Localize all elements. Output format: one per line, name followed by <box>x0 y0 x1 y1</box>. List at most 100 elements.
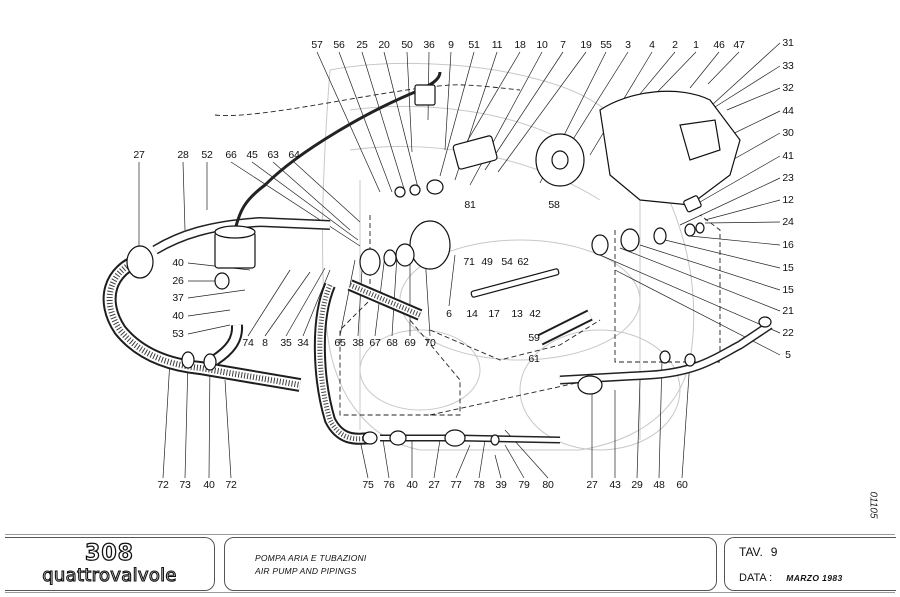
part-label-right-30: 30 <box>782 127 794 139</box>
part-label-left-27: 27 <box>133 149 145 161</box>
part-label-bot-78: 78 <box>473 479 485 491</box>
part-label-right-5: 5 <box>785 349 791 361</box>
part-label-bot-72b: 72 <box>225 479 237 491</box>
part-label-top-51: 51 <box>468 39 480 51</box>
part-label-mid-54: 54 <box>501 256 513 268</box>
adjusting-rod <box>470 268 560 298</box>
components <box>126 84 772 447</box>
part-label-left-28: 28 <box>177 149 189 161</box>
part-label-left-52: 52 <box>201 149 213 161</box>
date-value: MARZO 1983 <box>786 573 843 583</box>
part-label-mid-8: 8 <box>262 337 268 349</box>
part-label-bot-80: 80 <box>542 479 554 491</box>
part-label-top-56: 56 <box>333 39 345 51</box>
part-label-top-3: 3 <box>625 39 631 51</box>
part-label-top-55: 55 <box>600 39 612 51</box>
part-label-mid-70: 70 <box>424 337 436 349</box>
date-label: DATA : <box>739 572 773 584</box>
part-label-right-24: 24 <box>782 216 794 228</box>
part-label-top-11: 11 <box>491 39 503 51</box>
part-label-top-9: 9 <box>448 39 454 51</box>
exploded-parts-diagram <box>102 42 781 479</box>
part-label-bot-48: 48 <box>653 479 665 491</box>
part-label-bot-60: 60 <box>676 479 688 491</box>
part-label-mid-61: 61 <box>528 353 540 365</box>
footer-bottom-rule <box>5 592 895 593</box>
part-label-mid-71: 71 <box>463 256 475 268</box>
part-label-top-19: 19 <box>580 39 592 51</box>
part-label-mid-14: 14 <box>466 308 478 320</box>
part-label-bot-73: 73 <box>179 479 191 491</box>
part-label-mid-49: 49 <box>481 256 493 268</box>
plate-info-panel: TAV. 9 DATA : MARZO 1983 <box>724 537 896 591</box>
part-label-top-7: 7 <box>560 39 566 51</box>
part-label-right-15a: 15 <box>782 262 794 274</box>
footer-top-rule <box>5 534 895 535</box>
part-label-mid-34: 34 <box>297 337 309 349</box>
part-label-top-20: 20 <box>378 39 390 51</box>
part-label-right-15b: 15 <box>782 284 794 296</box>
part-label-left-45: 45 <box>246 149 258 161</box>
part-label-top-18: 18 <box>514 39 526 51</box>
part-label-right-32: 32 <box>782 82 794 94</box>
title-english: AIR PUMP AND PIPINGS <box>255 566 357 576</box>
part-label-left-53: 53 <box>172 328 184 340</box>
part-label-bot-40b: 40 <box>406 479 418 491</box>
title-panel: POMPA ARIA E TUBAZIONI AIR PUMP AND PIPI… <box>224 537 717 591</box>
logo-model: 308 <box>84 540 134 566</box>
part-label-left-63: 63 <box>267 149 279 161</box>
part-label-mid-62: 62 <box>517 256 529 268</box>
part-label-left-37: 37 <box>172 292 184 304</box>
part-label-top-2: 2 <box>672 39 678 51</box>
silencer-canister <box>126 245 154 279</box>
drawing-code: 01105 <box>867 491 879 519</box>
part-label-bot-77: 77 <box>450 479 462 491</box>
part-label-left-26: 26 <box>172 275 184 287</box>
part-label-mid-38: 38 <box>352 337 364 349</box>
part-label-mid-17: 17 <box>488 308 500 320</box>
part-label-bot-27a: 27 <box>428 479 440 491</box>
part-label-bot-39: 39 <box>495 479 507 491</box>
part-label-bot-27b: 27 <box>586 479 598 491</box>
part-label-bot-76: 76 <box>383 479 395 491</box>
part-label-top-57: 57 <box>311 39 323 51</box>
logo-name: quattrovalvole <box>42 564 177 586</box>
part-label-right-12: 12 <box>782 194 794 206</box>
tav-number: 9 <box>770 545 778 559</box>
part-label-right-41: 41 <box>782 150 794 162</box>
part-label-mid-74: 74 <box>242 337 254 349</box>
part-label-left-40a: 40 <box>172 257 184 269</box>
part-label-bot-79: 79 <box>518 479 530 491</box>
part-label-bot-40a: 40 <box>203 479 215 491</box>
part-label-mid-13: 13 <box>511 308 523 320</box>
check-valve-flange <box>409 220 451 270</box>
part-label-right-31: 31 <box>782 37 794 49</box>
part-label-mid-68: 68 <box>386 337 398 349</box>
part-label-mid-81: 81 <box>464 199 476 211</box>
plate-number: TAV. 9 <box>739 545 777 559</box>
part-label-mid-67: 67 <box>369 337 381 349</box>
title-italian: POMPA ARIA E TUBAZIONI <box>255 553 367 563</box>
part-label-left-40b: 40 <box>172 310 184 322</box>
part-label-top-4: 4 <box>649 39 655 51</box>
part-label-top-25: 25 <box>356 39 368 51</box>
part-label-left-66: 66 <box>225 149 237 161</box>
part-label-bot-75: 75 <box>362 479 374 491</box>
part-label-mid-65: 65 <box>334 337 346 349</box>
hose-assemblies <box>102 71 773 445</box>
part-label-right-23: 23 <box>782 172 794 184</box>
part-label-mid-6: 6 <box>446 308 452 320</box>
part-label-right-44: 44 <box>782 105 794 117</box>
tav-label: TAV. <box>739 545 763 559</box>
part-label-left-64: 64 <box>288 149 300 161</box>
part-label-mid-42: 42 <box>529 308 541 320</box>
part-label-right-33: 33 <box>782 60 794 72</box>
part-label-top-46: 46 <box>713 39 725 51</box>
part-label-right-21: 21 <box>782 305 794 317</box>
part-label-mid-59: 59 <box>528 332 540 344</box>
part-label-right-16: 16 <box>782 239 794 251</box>
part-label-bot-29: 29 <box>631 479 643 491</box>
part-label-top-36: 36 <box>423 39 435 51</box>
part-label-right-22: 22 <box>782 327 794 339</box>
part-label-mid-69: 69 <box>404 337 416 349</box>
